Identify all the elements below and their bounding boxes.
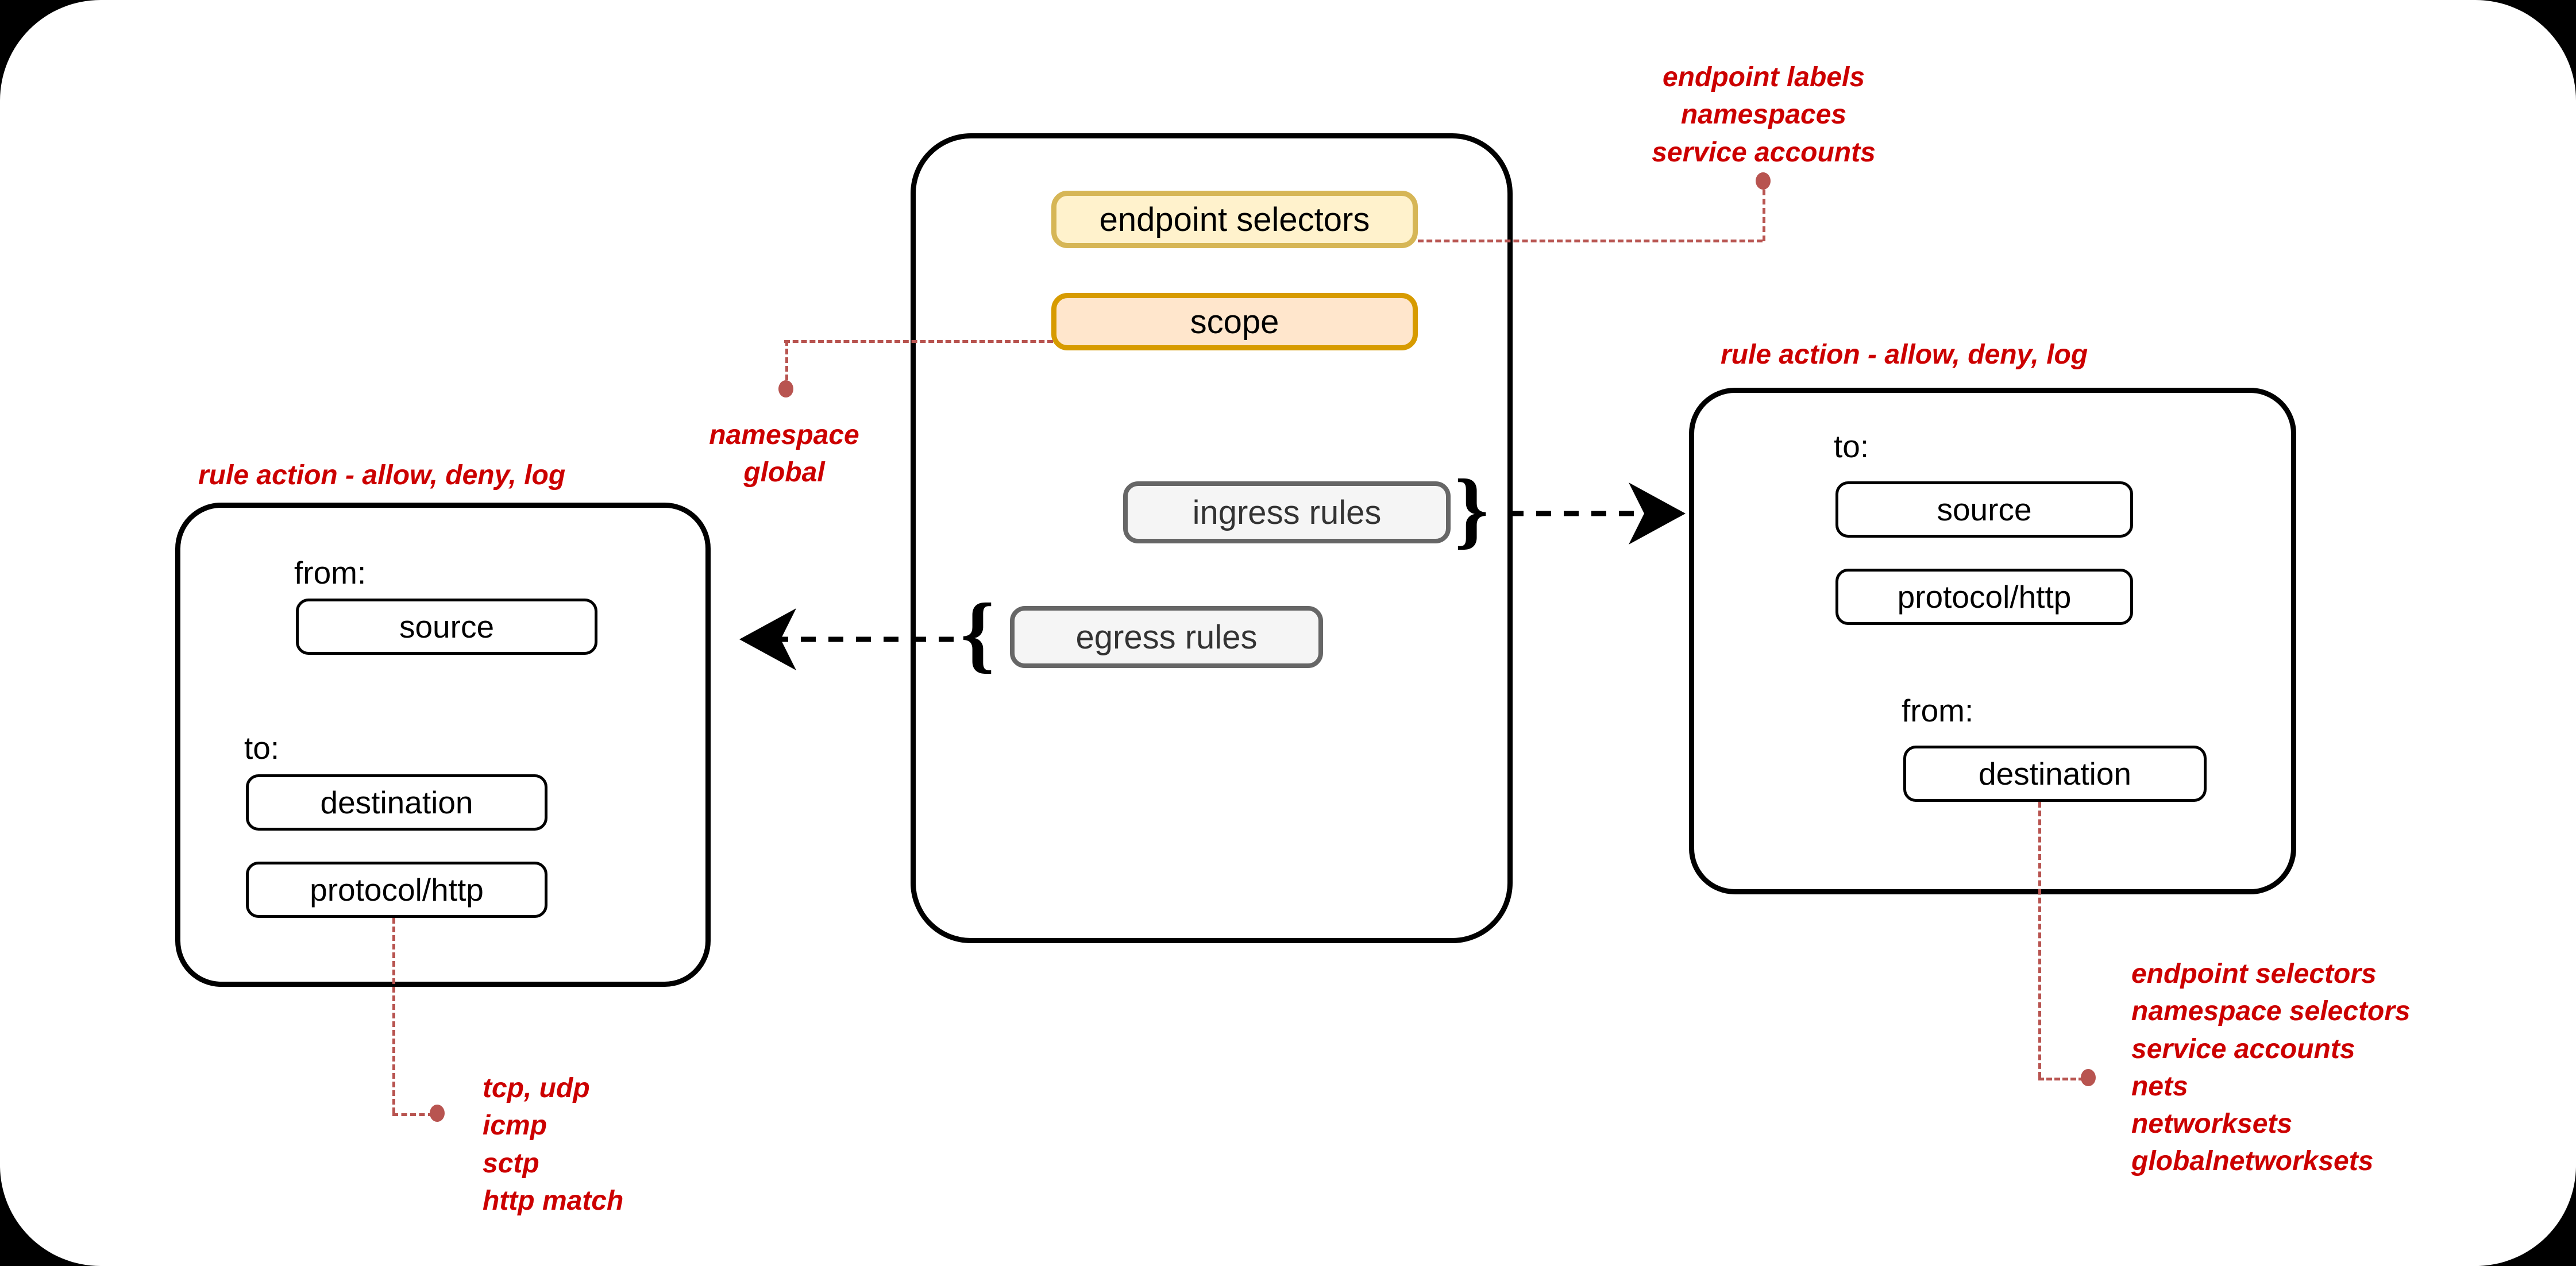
left-protocol-node[interactable]: protocol/http (246, 862, 547, 918)
annotation-endpoint-selectors-line-2: namespaces (1680, 99, 1847, 130)
annotation-destination-line-1: endpoint selectors (2131, 959, 2377, 989)
right-from-label: from: (1902, 693, 1974, 728)
annotation-endpoint-selectors-line-1: endpoint labels (1662, 62, 1865, 92)
endpoint-selectors-leader-horizontal (1418, 240, 1763, 242)
annotation-destination-line-3: service accounts (2131, 1033, 2355, 1064)
left-protocol-label: protocol/http (310, 872, 484, 908)
protocol-leader-horizontal (392, 1113, 434, 1116)
policy-spec-container (911, 133, 1513, 943)
scope-leader-horizontal (784, 340, 1053, 343)
annotation-destination-line-2: namespace selectors (2131, 996, 2411, 1027)
endpoint-selectors-leader-vertical (1763, 190, 1765, 241)
right-source-node[interactable]: source (1835, 481, 2133, 538)
annotation-protocols-line-1: tcp, udp (483, 1073, 590, 1103)
right-protocol-node[interactable]: protocol/http (1835, 569, 2133, 625)
annotation-destination-selectors: endpoint selectors namespace selectors s… (2131, 955, 2411, 1180)
annotation-endpoint-selectors-line-3: service accounts (1652, 137, 1876, 168)
annotation-right-rule-action: rule action - allow, deny, log (1721, 339, 2088, 370)
annotation-destination-line-5: networksets (2131, 1109, 2293, 1140)
endpoint-selectors-leader-dot (1756, 172, 1771, 190)
protocol-leader-vertical (392, 918, 395, 1113)
annotation-endpoint-selectors: endpoint labels namespaces service accou… (1586, 59, 1942, 171)
endpoint-selectors-node[interactable]: endpoint selectors (1051, 191, 1418, 248)
endpoint-selectors-label: endpoint selectors (1099, 200, 1370, 238)
right-source-label: source (1937, 492, 2032, 527)
egress-rule-container (175, 503, 711, 987)
egress-rules-label: egress rules (1075, 618, 1258, 656)
right-destination-label: destination (1978, 756, 2132, 792)
scope-leader-dot (778, 380, 793, 397)
right-to-label: to: (1834, 429, 1869, 464)
annotation-protocols-line-2: icmp (483, 1110, 547, 1141)
left-source-label: source (399, 609, 495, 644)
annotation-protocols-line-4: http match (483, 1185, 624, 1216)
right-protocol-label: protocol/http (1897, 579, 2072, 615)
egress-rules-node[interactable]: egress rules (1010, 606, 1323, 668)
scope-label: scope (1190, 303, 1279, 341)
left-source-node[interactable]: source (296, 599, 597, 655)
left-from-label: from: (294, 555, 367, 590)
annotation-scope-line-1: namespace (709, 420, 859, 450)
left-destination-node[interactable]: destination (246, 774, 547, 831)
annotation-destination-line-4: nets (2131, 1071, 2188, 1102)
ingress-brace: } (1455, 462, 1489, 557)
left-to-label: to: (244, 730, 280, 766)
destination-leader-dot (2081, 1069, 2096, 1086)
annotation-scope: namespace global (655, 416, 913, 492)
ingress-rules-node[interactable]: ingress rules (1123, 481, 1451, 543)
protocol-leader-dot (430, 1105, 445, 1122)
ingress-rule-container (1689, 388, 2296, 894)
right-destination-node[interactable]: destination (1903, 746, 2207, 802)
annotation-scope-line-2: global (743, 457, 825, 488)
annotation-left-rule-action: rule action - allow, deny, log (198, 460, 566, 491)
annotation-destination-line-6: globalnetworksets (2131, 1146, 2374, 1177)
destination-leader-horizontal (2038, 1078, 2084, 1080)
egress-brace: { (961, 586, 995, 681)
destination-leader-vertical (2038, 802, 2041, 1078)
scope-leader-vertical (785, 340, 788, 389)
ingress-rules-label: ingress rules (1192, 493, 1382, 531)
annotation-protocols: tcp, udp icmp sctp http match (483, 1070, 623, 1219)
left-destination-label: destination (320, 785, 473, 820)
annotation-protocols-line-3: sctp (483, 1148, 539, 1179)
scope-node[interactable]: scope (1051, 293, 1418, 350)
